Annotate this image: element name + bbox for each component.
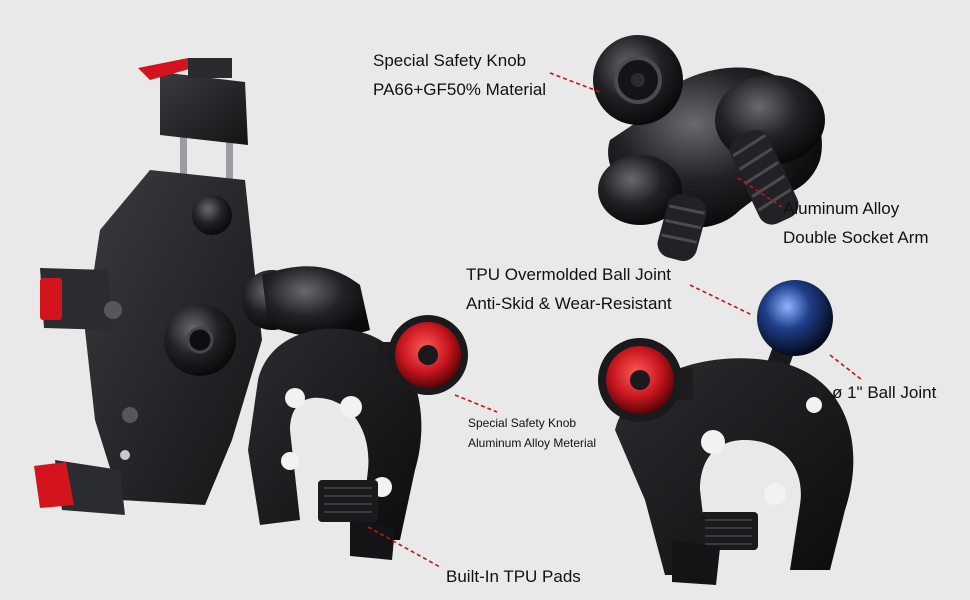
leader-lines [367,72,863,568]
leader-line-ball-size [829,354,863,381]
callout-arm-title: Aluminum Alloy [783,199,900,218]
phone-holder-assembly [34,58,262,515]
callout-ball-joint-tpu-title: TPU Overmolded Ball Joint [466,265,672,284]
top-jaw [160,72,248,145]
tpu-pad-grip [705,519,752,545]
threaded-bolt [729,129,799,225]
callout-knob-top-subtitle: PA66+GF50% Material [373,80,547,99]
clamp-rivet [806,397,822,413]
callout-ball-joint-tpu: TPU Overmolded Ball Joint Anti-Skid & We… [466,260,672,318]
leader-line-arm [737,177,783,208]
arm-socket-disc [598,155,682,225]
screw [120,450,130,460]
leader-line-knob-red [454,394,498,413]
callout-tpu-pads: Built-In TPU Pads [446,562,581,591]
left-handlebar-clamp [248,315,468,560]
rear-knob-center [186,326,214,354]
threaded-bolt [657,194,707,261]
bottom-jaw-red-pad [34,462,74,508]
tension-knob [192,195,232,235]
callout-knob-red-subtitle: Aluminum Alloy Meterial [468,436,597,450]
tpu-pad [700,512,758,550]
red-knob-center [418,345,438,365]
callout-knob-top: Special Safety Knob PA66+GF50% Material [373,46,546,104]
callout-knob-top-title: Special Safety Knob [373,51,527,70]
clamp-rivet [764,483,786,505]
arm-body [262,266,370,337]
tpu-ball-joint [757,280,833,356]
screw [122,407,138,423]
callout-ball-size: ø 1" Ball Joint [832,378,936,407]
right-handlebar-clamp [598,280,854,585]
clamp-lower-jaw [672,540,720,585]
red-knob-center [630,370,650,390]
arm-knob-hub [631,73,645,87]
clamp-rivet [281,452,299,470]
callout-knob-red: Special Safety Knob Aluminum Alloy Meter… [468,413,596,453]
top-jaw-cap [188,58,232,78]
double-socket-arm [593,35,825,261]
clamp-lower-jaw [350,520,395,560]
leader-line-knob-top [549,72,601,93]
callout-arm-subtitle: Double Socket Arm [783,228,929,247]
leader-line-ball-tpu [689,284,753,316]
clamp-rivet [340,396,362,418]
screw [104,301,122,319]
callout-ball-joint-tpu-subtitle: Anti-Skid & Wear-Resistant [466,294,672,313]
guide-rod [226,120,233,190]
tpu-pad [318,480,378,522]
tpu-pad-grip [324,487,372,513]
callout-knob-red-title: Special Safety Knob [468,416,577,430]
side-jaw-red-pad [40,278,62,320]
top-jaw-red-pad [138,58,200,80]
guide-rod [180,120,187,190]
callout-arm: Aluminum Alloy Double Socket Arm [783,194,929,252]
clamp-rivet [701,430,725,454]
callout-tpu-pads-title: Built-In TPU Pads [446,567,581,586]
clamp-body [615,358,854,575]
callout-ball-size-title: ø 1" Ball Joint [832,383,937,402]
left-double-socket-arm [242,266,370,337]
clamp-rivet [285,388,305,408]
